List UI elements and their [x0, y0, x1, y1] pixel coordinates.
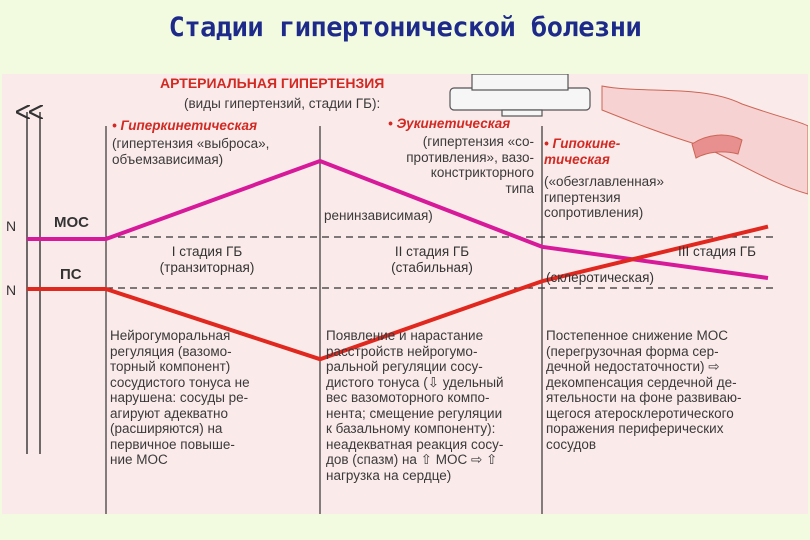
type-hypokinetic-name: • Гипоки­не- тическая — [544, 136, 621, 167]
arm-sketch — [601, 85, 808, 195]
ps-label: ПС — [60, 266, 82, 283]
ps-line — [27, 224, 769, 362]
header-subtitle: (виды гипертензий, стадии ГБ): — [184, 96, 381, 111]
stage-3-label: III стадия ГБ — [678, 244, 756, 259]
stage-2-description: Появление и нарастание расстройств нейро… — [326, 328, 504, 483]
type-hyperkinetic-desc: (гипертензия «выброса», объемзависимая) — [112, 136, 270, 167]
diagram-graphics — [2, 74, 808, 514]
header-title: АРТЕРИАЛЬНАЯ ГИПЕРТЕНЗИЯ — [160, 75, 385, 91]
stage-3-description: Постепенное снижение МОС (перегрузочная … — [546, 328, 742, 452]
stage-1-description: Нейрогуморальная регуляция (вазомо- торн… — [110, 328, 250, 467]
diagram-panel: АРТЕРИАЛЬНАЯ ГИПЕРТЕНЗИЯ (виды гипертенз… — [2, 74, 808, 514]
page-title: Стадии гипертонической болезни — [168, 12, 642, 43]
type-eukinetic-name: • Эукинетическая — [388, 116, 511, 131]
tonometer-sketch — [449, 74, 591, 117]
mos-label: МОС — [54, 214, 89, 231]
stage-2-label: II стадия ГБ (стабильная) — [391, 244, 473, 275]
stage-3-sublabel: (склеротическая) — [546, 270, 654, 285]
n-label-mos: N — [6, 218, 17, 234]
mos-line — [27, 159, 769, 280]
type-eukinetic-desc: (гипертензия «со- противления», вазо- ко… — [406, 134, 534, 196]
type-eukinetic-desc2: ренинзависимая) — [324, 208, 433, 223]
n-label-ps: N — [6, 282, 17, 298]
type-hyperkinetic-name: • Гиперкинетическая — [112, 118, 258, 133]
stage-1-label: I стадия ГБ (транзиторная) — [159, 244, 255, 275]
type-hypokinetic-desc: («обезглавленная» гипертензия сопротивле… — [544, 174, 664, 220]
